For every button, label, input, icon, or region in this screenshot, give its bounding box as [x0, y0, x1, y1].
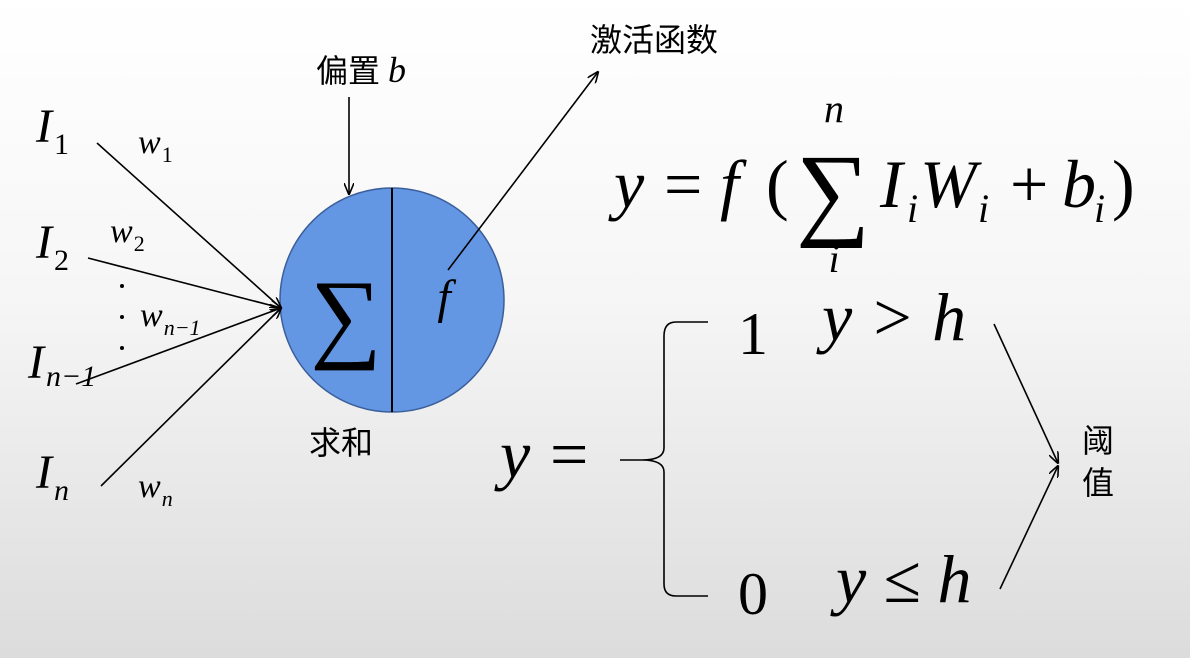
input-arrow-1 [96, 142, 281, 308]
weight-label-n-1: wn−1 [140, 297, 201, 340]
input-arrow-2 [87, 257, 281, 308]
input-label-1: I1 [35, 100, 69, 161]
formula-W: W [920, 146, 982, 222]
input-label-2: I2 [35, 216, 69, 277]
ellipsis-dot-1 [120, 284, 124, 288]
threshold-arrow-top [993, 323, 1058, 463]
input-label-n: In [35, 446, 69, 507]
formula-b: b [1062, 146, 1096, 222]
formula-I: I [879, 146, 906, 222]
piecewise-lhs: y [494, 416, 531, 492]
formula-equals: = [664, 146, 702, 222]
activation-arrow [447, 72, 598, 271]
formula-lower-limit: i [828, 236, 839, 281]
case2-value: 0 [738, 561, 768, 627]
output-formula: y = f ( ∑ n i I i W i + b i ) [608, 86, 1135, 281]
case1-condition: y > h [816, 279, 966, 355]
formula-W-sub: i [978, 186, 989, 231]
sum-label: 求和 [309, 424, 373, 462]
formula-plus: + [1010, 146, 1048, 222]
weight-label-2: w2 [110, 213, 145, 256]
piecewise-equals: = [550, 416, 588, 492]
formula-upper-limit: n [824, 86, 844, 131]
weight-label-n: wn [138, 468, 173, 511]
threshold-label-1: 阈 [1082, 422, 1114, 460]
threshold-label-2: 值 [1082, 464, 1114, 502]
formula-sigma: ∑ [796, 134, 870, 249]
weight-label-1: w1 [138, 124, 173, 167]
piecewise-brace [620, 321, 708, 597]
step-function: y = 1 y > h 0 y ≤ h [494, 279, 972, 627]
threshold-arrow-bottom [999, 466, 1058, 590]
ellipsis-dot-3 [120, 346, 124, 350]
case1-value: 1 [738, 301, 768, 367]
formula-b-sub: i [1094, 186, 1105, 231]
formula-open-paren: ( [766, 146, 789, 222]
input-label-n-1: In−1 [27, 336, 96, 393]
formula-lhs: y [608, 146, 645, 222]
case2-condition: y ≤ h [830, 541, 972, 617]
formula-I-sub: i [907, 186, 918, 231]
input-arrow-n [100, 308, 281, 487]
input-arrow-n-1 [75, 308, 281, 385]
formula-f: f [720, 146, 747, 222]
activation-label: 激活函数 [590, 21, 718, 59]
ellipsis-dot-2 [120, 315, 124, 319]
sum-symbol: ∑ [310, 260, 381, 371]
formula-close-paren: ) [1112, 146, 1135, 222]
